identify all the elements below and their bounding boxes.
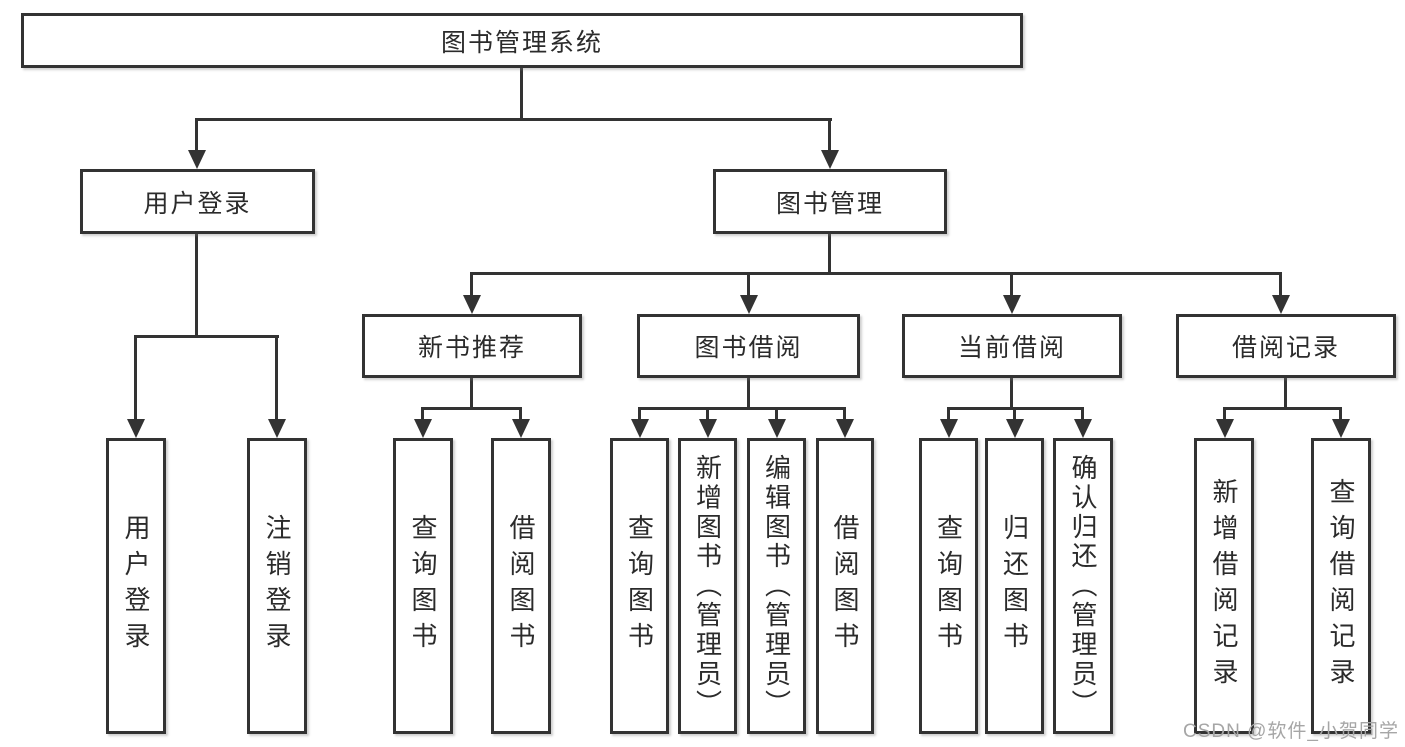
leaf-return-books: 归还图书 [985,438,1044,734]
connector-line [470,272,473,297]
leaf-borrow-books-recommend: 借阅图书 [491,438,551,734]
arrow-down-icon [268,419,286,438]
arrow-down-icon [740,295,758,314]
connector-line [195,234,198,335]
connector-line [747,378,750,407]
connector-line [196,118,832,121]
connector-line [1223,407,1226,421]
connector-line [520,68,523,118]
connector-line [1279,272,1282,297]
connector-line [1081,407,1084,421]
connector-line [747,272,750,297]
leaf-label: 用户登录 [121,514,151,658]
connector-line [706,407,709,421]
connector-line [828,234,831,272]
arrow-down-icon [699,419,717,438]
connector-line [947,407,950,421]
csdn-watermark: CSDN @软件_小贺同学 [1183,721,1399,742]
leaf-label: 借阅图书 [506,514,536,658]
leaf-logout-login: 注销登录 [247,438,307,734]
connector-line [1010,272,1013,297]
node-user-login: 用户登录 [80,169,315,234]
leaf-label: 查询图书 [408,514,438,658]
connector-line [1284,378,1287,407]
connector-line [275,335,278,421]
leaf-label: 编辑图书（管理员） [761,453,792,719]
arrow-down-icon [1332,419,1350,438]
connector-line [1010,378,1013,407]
leaf-query-books-borrowing: 查询图书 [610,438,669,734]
connector-line [519,407,522,421]
leaf-user-login: 用户登录 [106,438,166,734]
node-new-book-recommendation: 新书推荐 [362,314,582,378]
leaf-label: 借阅图书 [830,514,860,658]
leaf-label: 查询借阅记录 [1326,478,1356,694]
connector-line [843,407,846,421]
connector-line [1339,407,1342,421]
leaf-query-books-current: 查询图书 [919,438,978,734]
connector-line [195,118,198,152]
arrow-down-icon [1006,419,1024,438]
leaf-label: 确认归还（管理员） [1068,453,1098,719]
connector-line [421,407,522,410]
arrow-down-icon [1272,295,1290,314]
leaf-query-books-recommend: 查询图书 [393,438,453,734]
connector-line [1013,407,1016,421]
leaf-label: 新增图书（管理员） [692,453,723,719]
node-borrowing-records: 借阅记录 [1176,314,1396,378]
arrow-down-icon [1003,295,1021,314]
leaf-label: 归还图书 [999,514,1030,658]
connector-line [638,407,641,421]
connector-line [775,407,778,421]
arrow-down-icon [414,419,432,438]
leaf-confirm-return-admin: 确认归还（管理员） [1053,438,1113,734]
leaf-label: 新增借阅记录 [1209,478,1239,694]
leaf-label: 注销登录 [262,514,292,658]
node-book-borrowing: 图书借阅 [637,314,860,378]
arrow-down-icon [940,419,958,438]
connector-line [134,335,279,338]
arrow-down-icon [127,419,145,438]
arrow-down-icon [512,419,530,438]
node-current-borrowing: 当前借阅 [902,314,1122,378]
connector-line [470,378,473,407]
leaf-query-borrow-record: 查询借阅记录 [1311,438,1371,734]
node-book-management: 图书管理 [713,169,947,234]
connector-line [421,407,424,421]
arrow-down-icon [1216,419,1234,438]
arrow-down-icon [836,419,854,438]
arrow-down-icon [768,419,786,438]
leaf-label: 查询图书 [933,514,964,658]
node-library-management-system: 图书管理系统 [21,13,1023,68]
leaf-borrow-books-borrowing: 借阅图书 [816,438,874,734]
connector-line [1223,407,1342,410]
connector-line [828,118,831,152]
leaf-edit-books-admin: 编辑图书（管理员） [747,438,806,734]
connector-line [638,407,846,410]
connector-line [470,272,1282,275]
arrow-down-icon [188,150,206,169]
leaf-add-books-admin: 新增图书（管理员） [678,438,737,734]
connector-line [134,335,137,421]
leaf-add-borrow-record: 新增借阅记录 [1194,438,1254,734]
arrow-down-icon [821,150,839,169]
arrow-down-icon [631,419,649,438]
arrow-down-icon [463,295,481,314]
arrow-down-icon [1074,419,1092,438]
leaf-label: 查询图书 [624,514,655,658]
